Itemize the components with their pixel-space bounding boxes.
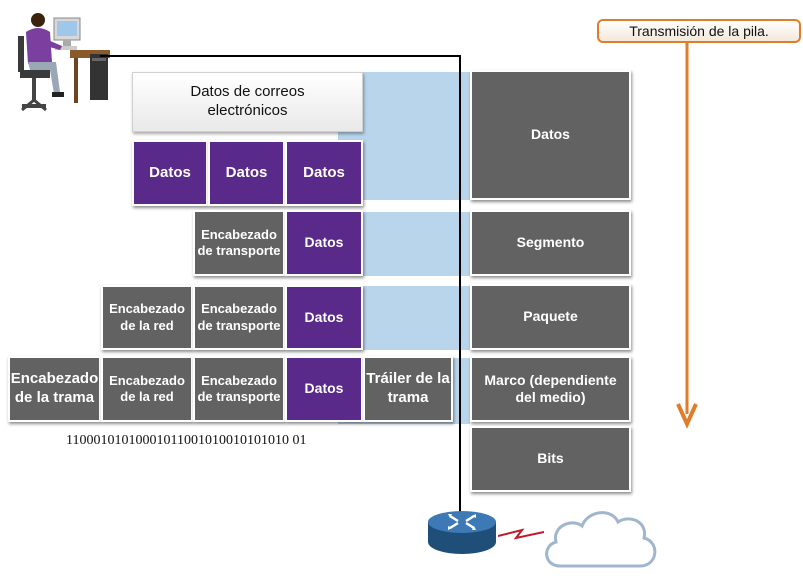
packet-network-header: Encabezado de la red xyxy=(101,285,193,350)
frame-trailer: Tráiler de la trama xyxy=(363,356,453,422)
bitstream-text: 11000101010001011001010010101010 01 xyxy=(66,433,307,448)
stack-transmission-callout: Transmisión de la pila. xyxy=(597,19,801,43)
router-icon xyxy=(428,511,496,554)
pdu-segment: Segmento xyxy=(470,210,631,276)
email-data-label: Datos de correos electrónicos xyxy=(190,83,305,119)
pdu-data: Datos xyxy=(470,70,631,200)
down-arrow-icon xyxy=(676,42,698,429)
pdu-bits: Bits xyxy=(470,426,631,492)
frame-data-block: Datos xyxy=(285,356,363,422)
app-data-block-2: Datos xyxy=(208,140,285,206)
app-data-block-3: Datos xyxy=(285,140,363,206)
frame-header: Encabezado de la trama xyxy=(8,356,101,422)
pdu-packet: Paquete xyxy=(470,284,631,350)
segment-transport-header: Encabezado de transporte xyxy=(193,210,285,276)
email-data-box: Datos de correos electrónicos xyxy=(132,72,363,132)
serial-link-icon xyxy=(498,528,544,540)
segment-data-block: Datos xyxy=(285,210,363,276)
computer-user-icon xyxy=(18,13,110,112)
cloud-icon xyxy=(545,511,657,568)
pdu-frame: Marco (dependiente del medio) xyxy=(470,356,631,422)
packet-transport-header: Encabezado de transporte xyxy=(193,285,285,350)
frame-transport-header: Encabezado de transporte xyxy=(193,356,285,422)
packet-data-block: Datos xyxy=(285,285,363,350)
frame-network-header: Encabezado de la red xyxy=(101,356,193,422)
app-data-block-1: Datos xyxy=(132,140,208,206)
